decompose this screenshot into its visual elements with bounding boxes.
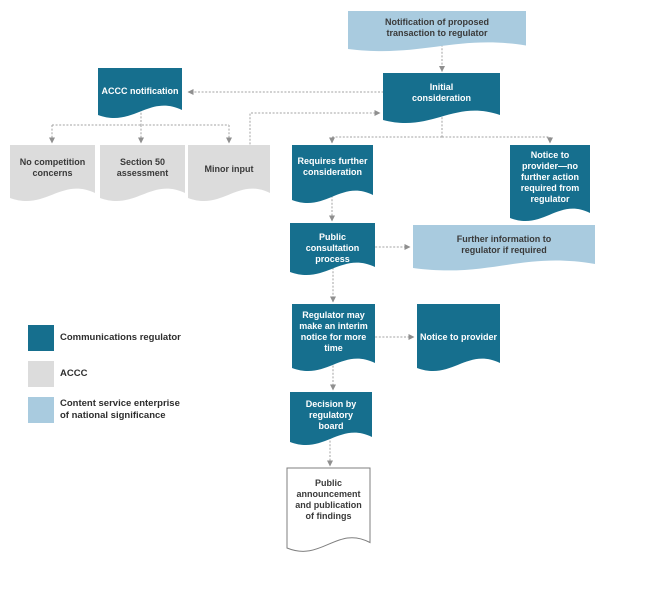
legend-swatch-content-service-enterprise [28, 397, 54, 423]
node-shapes [10, 11, 595, 552]
shape-interim-notice [292, 304, 375, 372]
legend-swatch-accc [28, 361, 54, 387]
shape-notification [348, 11, 526, 52]
legend-swatch-communications-regulator [28, 325, 54, 351]
legend-label-communications-regulator: Communications regulator [60, 332, 181, 343]
connector-initial-to-notice-no-action [442, 136, 553, 144]
shape-public-consultation-process [290, 223, 375, 276]
shape-section-50-assessment [100, 145, 185, 202]
shape-minor-input [188, 145, 270, 202]
shape-requires-further-consideration [292, 145, 373, 204]
connector-minor-input-to-initial [249, 110, 381, 148]
shape-initial-consideration [383, 73, 500, 124]
shape-public-announcement [286, 467, 371, 552]
legend-label-accc: ACCC [60, 368, 88, 379]
shape-notice-to-provider [417, 304, 500, 372]
legend-label-content-service-enterprise: Content service enterprise of national s… [60, 398, 180, 421]
shape-further-information [413, 225, 595, 271]
connector-initial-to-requires-further [329, 136, 442, 144]
shape-no-competition-concerns [10, 145, 95, 202]
shape-accc-notification [98, 68, 182, 119]
shape-decision-regulatory-board [290, 392, 372, 446]
shape-notice-no-further-action [510, 145, 590, 222]
